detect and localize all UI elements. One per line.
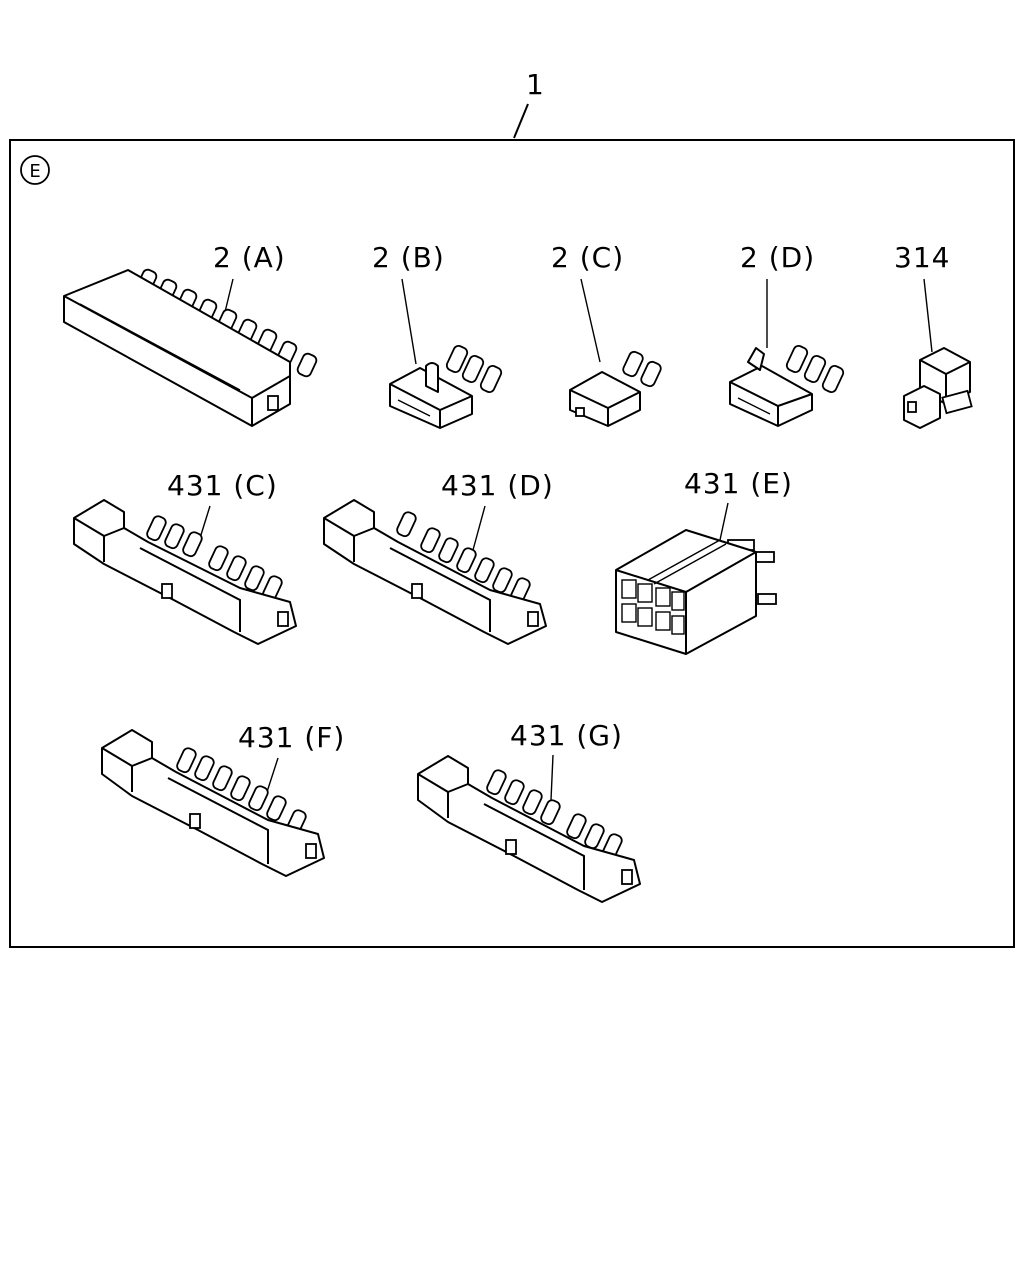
part-431e — [615, 529, 777, 655]
label-431g: 431 (G) — [510, 719, 623, 752]
part-431f — [101, 729, 325, 877]
diagram-frame — [9, 139, 1015, 948]
leader-lines — [199, 278, 933, 801]
part-2a — [63, 268, 318, 427]
assembly-label: 1 — [526, 68, 545, 101]
part-2b — [389, 345, 503, 429]
label-431d: 431 (D) — [441, 469, 554, 502]
part-431c — [73, 499, 297, 645]
part-2d — [729, 345, 845, 427]
label-431c: 431 (C) — [167, 469, 278, 502]
label-2c: 2 (C) — [551, 241, 624, 274]
part-431d — [323, 499, 547, 645]
part-2c — [569, 350, 662, 427]
part-314 — [903, 347, 973, 429]
label-431e: 431 (E) — [684, 467, 793, 500]
section-marker: E — [20, 155, 50, 185]
assembly-leader — [513, 103, 529, 139]
label-2a: 2 (A) — [213, 241, 286, 274]
label-314: 314 — [894, 241, 950, 274]
label-2b: 2 (B) — [372, 241, 445, 274]
part-431g — [417, 755, 641, 903]
section-marker-letter: E — [29, 161, 40, 182]
label-431f: 431 (F) — [238, 721, 345, 754]
part-431e-cavities — [621, 579, 685, 635]
label-2d: 2 (D) — [740, 241, 815, 274]
